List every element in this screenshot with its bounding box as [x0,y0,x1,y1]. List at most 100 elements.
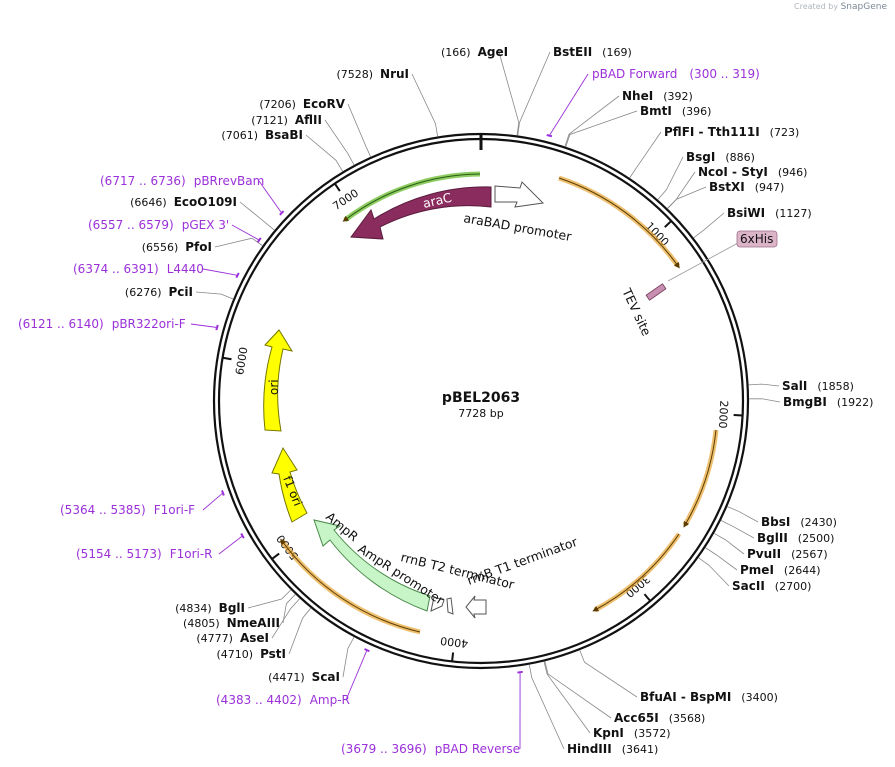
site-leader-line [324,119,355,166]
restriction-sites [195,51,781,750]
site-label: (166)AgeI [441,45,508,59]
site-label: (4805)NmeAIII [183,616,280,630]
tick-mark [451,652,455,662]
site-marker [288,607,312,655]
site-label: BbsI(2430) [761,515,837,529]
arac-label: araC [421,190,453,211]
6xhis-tag-box [736,230,778,248]
tick-mark [664,220,672,228]
tick-label: 2000 [716,400,731,429]
site-marker [693,212,725,239]
site-leader-line [528,664,565,750]
site-leader-line [288,607,312,655]
site-marker [282,594,296,624]
primer-labels: pBAD Forward(300 .. 319)(3679 .. 3696)pB… [18,67,760,756]
site-leader-line [713,532,745,555]
site-leader-line [565,110,638,147]
primer-label: (4383 .. 4402)Amp-R [216,693,350,707]
site-leader-line [629,131,662,179]
site-marker [705,547,738,571]
site-marker [498,51,520,136]
site-label: BmgBI(1922) [783,395,873,409]
site-label: Acc65I(3568) [614,711,705,725]
primer-label: (6557 .. 6579)pGEX 3' [88,218,229,232]
orf-arc-1 [558,175,681,268]
site-label: (6556)PfoI [142,240,212,254]
site-label: PflFI - Tth111I(723) [664,125,799,139]
primer-label: (6121 .. 6140)pBR322ori-F [18,317,186,331]
site-label: PmeI(2644) [740,563,820,577]
site-leader-line [748,398,781,403]
site-marker [544,661,612,719]
site-label: (7206)EcoRV [259,97,345,111]
ori-feature [263,329,294,432]
site-marker [579,650,638,698]
site-leader-line [214,237,263,248]
site-leader-line [247,589,292,609]
orf-arc-3 [593,532,682,613]
site-label: BglII(2500) [757,531,834,545]
site-leader-line [195,291,234,300]
ampr-promoter-feature [430,596,445,612]
primer-marker [231,224,262,243]
orf-arc-2-line [683,429,717,528]
site-leader-line [727,506,759,523]
primer-label: (5364 .. 5385)F1ori-F [60,503,195,517]
site-label: BmtI(396) [640,104,711,118]
site-marker [543,661,591,734]
snapgene-logo: SnapGene [840,2,887,12]
primer-bar [364,648,370,653]
site-leader-line [342,636,355,678]
site-marker [657,156,684,200]
orf-arc-1-line [558,177,680,269]
site-label: BstEII(169) [553,45,632,59]
site-marker [667,186,707,209]
primer-label: (6717 .. 6736)pBRrevBam [100,174,264,188]
site-label: (7061)BsaBI [221,128,303,142]
site-label: (7121)AflII [251,113,322,127]
site-labels: (166)AgeI BstEII(169) NheI(392)BmtI(396) Pf… [125,45,874,756]
site-label: BsiWI(1127) [727,206,812,220]
primer-leader [190,323,218,328]
site-label: (4777)AseI [196,631,269,645]
site-label: (6276)PciI [125,285,193,299]
primer-bar [240,533,245,539]
site-marker [517,51,551,136]
primer-leader [548,73,589,136]
site-label: BsgI(886) [686,150,755,164]
site-label: SalI(1858) [782,379,854,393]
site-marker [629,131,662,179]
tev-site-feature [645,283,667,301]
tick-mark [643,593,652,602]
tick-mark [222,356,232,361]
site-leader-line [347,103,372,157]
primer-label: (5154 .. 5173)F1ori-R [76,547,213,561]
site-leader-line [579,650,638,698]
orf-arc-3-line [592,533,680,612]
site-label: NheI(392) [622,89,693,103]
site-label: (4834)BglI [175,601,245,615]
site-leader-line [720,520,755,539]
site-marker [195,291,234,300]
primer-leader [345,649,368,701]
tick-mark [333,183,341,192]
site-leader-line [693,212,725,239]
site-leader-line [517,51,551,136]
primer-marker [218,533,245,555]
tick-label: 4000 [440,634,469,650]
primer-marker [345,648,370,701]
site-marker [271,598,301,639]
site-marker [565,110,638,147]
primer-marker [517,670,523,750]
primer-bar [546,134,553,138]
open-reading-frames [279,171,719,635]
site-leader-line [282,594,296,624]
f1-ori-feature [271,446,308,523]
site-marker [564,95,620,147]
site-leader-line [667,186,707,209]
site-label: (6646)EcoO109I [130,195,237,209]
primer-leader [258,180,283,214]
site-label: SacII(2700) [732,579,811,593]
primer-marker [258,180,285,216]
